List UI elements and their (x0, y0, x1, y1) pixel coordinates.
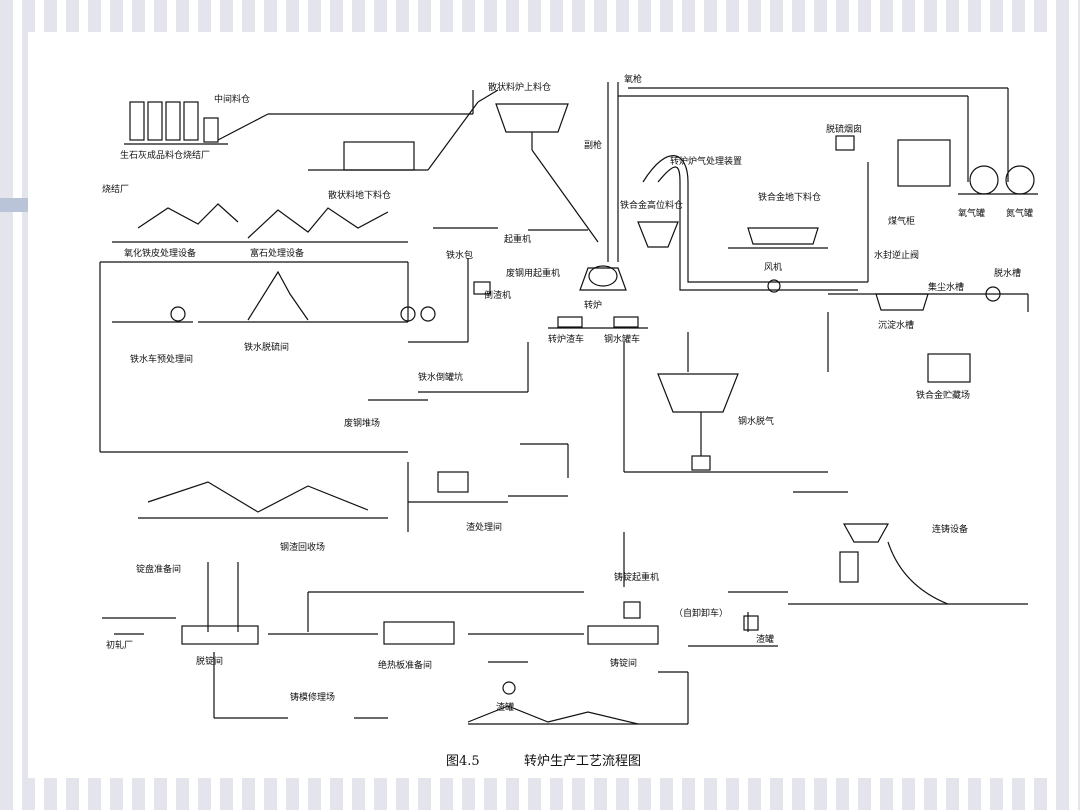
label-self-unload: （自卸卸车） (674, 607, 728, 619)
steel-car (613, 316, 639, 328)
bulk-ground-bin (343, 141, 415, 171)
ferroalloy-ground-bin (747, 227, 819, 245)
teeming-bay (587, 625, 659, 645)
converter-vessel (579, 267, 627, 291)
label-gas-holder: 煤气柜 (888, 215, 915, 227)
slag-pot-hook (502, 681, 516, 695)
label-slag-recovery: 钢渣回收场 (280, 541, 325, 553)
label-rolling-mill: 初轧厂 (106, 639, 133, 651)
tundish-cast (842, 523, 890, 543)
bin-5 (203, 117, 219, 143)
label-scrap-yard: 废钢堆场 (344, 417, 380, 429)
ferroalloy-high-bin (637, 221, 679, 248)
figure-number: 图4.5 (446, 754, 480, 769)
bin-1 (129, 101, 145, 141)
label-ferroalloy-high: 铁合金高位料仓 (620, 199, 683, 211)
label-oxygen-lance: 氧枪 (624, 73, 642, 85)
label-steel-car: 钢水罐车 (604, 333, 640, 345)
label-water-seal: 水封逆止阀 (874, 249, 919, 261)
mold-prep-bay (383, 621, 455, 645)
label-continuous-cast: 连铸设备 (932, 523, 968, 535)
slide: 中间料仓 生石灰成品料仓烧结厂 烧结厂 散状料炉上料仓 散状料地下料仓 氧化铁皮… (28, 32, 1054, 778)
label-lance-gun: 副枪 (584, 139, 602, 151)
label-ingot-bay-mold: 锭盘准备间 (136, 563, 181, 575)
label-slag-pot: 渣罐 (496, 701, 514, 713)
label-oxide-scale: 氧化铁皮处理设备 (124, 247, 196, 259)
fan (767, 279, 781, 293)
label-nitrogen-tank: 氮气罐 (1006, 207, 1033, 219)
label-dewater-tank: 脱水槽 (994, 267, 1021, 279)
gas-holder (897, 139, 951, 187)
label-bulk-ground-bin: 散状料地下料仓 (328, 189, 391, 201)
desulf-stack (835, 135, 855, 151)
accent-band (0, 198, 28, 212)
stripping-bay (181, 625, 259, 645)
tundish (473, 281, 491, 295)
label-middle-bin: 中间料仓 (214, 93, 250, 105)
label-mixer-pit: 铁水倒罐坑 (418, 371, 463, 383)
label-mold-prep: 绝热板准备间 (378, 659, 432, 671)
label-casting-crane: 铸锭起重机 (614, 571, 659, 583)
label-ore-treat: 富石处理设备 (250, 247, 304, 259)
label-gas-recovery: 转炉炉气处理装置 (670, 155, 742, 167)
degassing-unit (657, 373, 739, 413)
label-ferroalloy-yard: 铁合金贮藏场 (916, 389, 970, 401)
oxygen-tank (969, 165, 999, 195)
degassing-ladle (691, 455, 711, 471)
label-hot-metal-mixer: 铁水脱硫间 (244, 341, 289, 353)
label-slag-car: 转炉渣车 (548, 333, 584, 345)
label-tundish-car: 倒渣机 (484, 289, 511, 301)
label-lime-plant: 生石灰成品料仓烧结厂 (120, 149, 210, 161)
label-slag-treat: 渣处理间 (466, 521, 502, 533)
label-dust-tank: 集尘水槽 (928, 281, 964, 293)
label-fan: 风机 (764, 261, 782, 273)
label-settle-tank: 沉淀水槽 (878, 319, 914, 331)
bulk-top-hopper (495, 103, 569, 133)
bin-4 (183, 101, 199, 141)
label-stripping: 脱锭间 (196, 655, 223, 667)
label-scrap-crane: 废钢用起重机 (506, 267, 560, 279)
label-ferroalloy-ground: 铁合金地下料仓 (758, 191, 821, 203)
bin-2 (147, 101, 163, 141)
label-mold-repair: 铸模修理场 (290, 691, 335, 703)
cast-stand (839, 551, 859, 583)
flowchart-diagram: 中间料仓 生石灰成品料仓烧结厂 烧结厂 散状料炉上料仓 散状料地下料仓 氧化铁皮… (99, 73, 1038, 769)
label-teeming: 铸锭间 (610, 657, 637, 669)
settle-tank (875, 293, 929, 311)
label-oxygen-tank: 氧气罐 (958, 207, 985, 219)
label-bulk-top-bin: 散状料炉上料仓 (488, 81, 551, 93)
label-converter: 转炉 (584, 299, 602, 311)
label-crane: 起重机 (504, 233, 531, 245)
label-hot-metal-ladle: 铁水包 (446, 249, 473, 261)
label-degassing: 钢水脱气 (738, 415, 774, 427)
ingot-crane-hook (623, 601, 641, 619)
label-sinter-plant: 烧结厂 (102, 183, 129, 195)
self-unload-skip (743, 615, 759, 631)
figure-title: 转炉生产工艺流程图 (524, 754, 641, 769)
ferroalloy-yard-house (927, 353, 971, 383)
slag-car (557, 316, 583, 328)
label-ladle: 渣罐 (756, 633, 774, 645)
nitrogen-tank (1005, 165, 1035, 195)
label-desulf-bin: 脱硫烟囱 (826, 123, 862, 135)
bin-3 (165, 101, 181, 141)
label-hot-metal-pretreat: 铁水车预处理间 (130, 353, 193, 365)
slag-treat-box (437, 471, 469, 493)
